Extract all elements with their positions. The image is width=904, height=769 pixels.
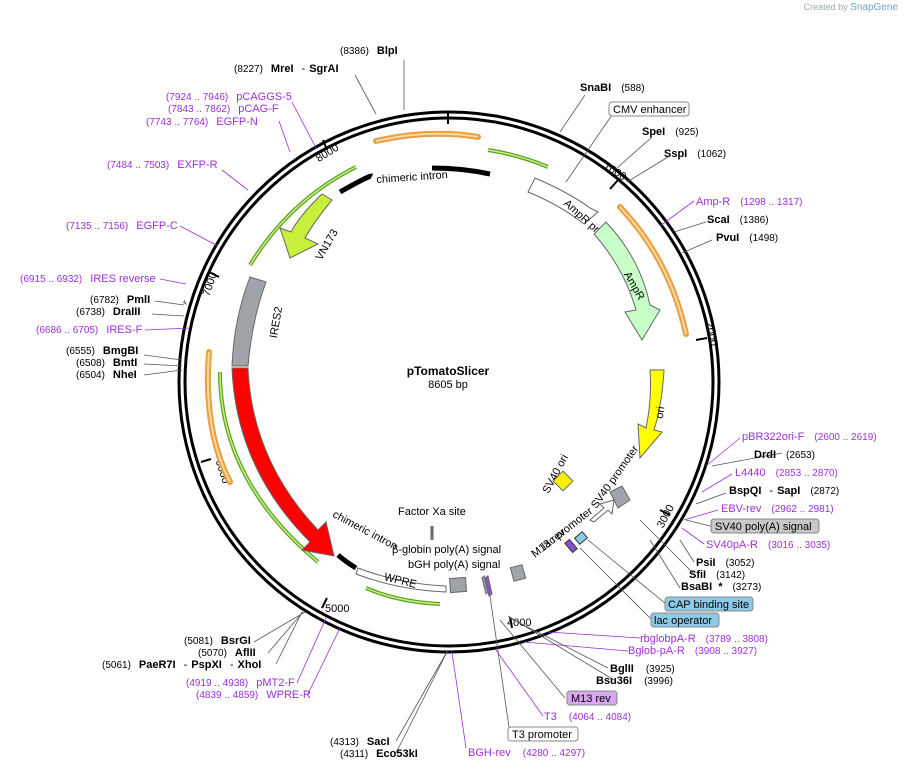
sv40-promoter-arrow: [609, 485, 631, 509]
bglobin-polya-label: β-globin poly(A) signal: [392, 544, 501, 556]
boxed-label-m13rev[interactable]: M13 rev: [566, 690, 618, 706]
primer-pmt2f[interactable]: (4919 .. 4938)pMT2-F: [186, 677, 295, 689]
bgh-polya-mark-purple: [484, 575, 493, 597]
primer-t3[interactable]: T3(4064 .. 4084): [544, 711, 631, 723]
primer-bglobpar[interactable]: Bglob-pA-R(3908 .. 3927): [628, 645, 757, 657]
tdtomato-arrow: [231, 367, 335, 557]
primer-exfpr[interactable]: (7484 .. 7503)EXFP-R: [107, 159, 218, 171]
site-nhei[interactable]: (6504)NheI: [76, 369, 137, 381]
tick-marks: [200, 112, 708, 629]
chimeric-intron-bottom-bar: [336, 553, 358, 571]
site-drdi[interactable]: DrdI(2653): [754, 449, 815, 461]
site-sfii[interactable]: SfiI(3142): [689, 569, 745, 581]
lac-feature-box: [509, 564, 527, 582]
primer-pcagf[interactable]: (7843 .. 7862)pCAG-F: [168, 103, 279, 115]
primer-iresrev[interactable]: (6915 .. 6932)IRES reverse: [20, 273, 156, 285]
svg-text:T3 promoter: T3 promoter: [512, 729, 572, 741]
site-bmgbi[interactable]: (6555)BmgBI: [66, 345, 138, 357]
ori-label: ori: [654, 406, 668, 420]
tick-label-7000: 7000: [201, 271, 220, 298]
boxed-label-sv40pa[interactable]: SV40 poly(A) signal: [710, 518, 820, 534]
site-bspqi[interactable]: BspQI-SapI(2872): [729, 485, 839, 497]
bgh-polya-label: bGH poly(A) signal: [408, 559, 500, 571]
site-pvui[interactable]: PvuI(1498): [716, 232, 778, 244]
boxed-label-cap[interactable]: CAP binding site: [664, 596, 754, 612]
svg-text:CMV enhancer: CMV enhancer: [613, 104, 687, 116]
site-mrei[interactable]: (8227)MreI-SgrAI: [234, 63, 339, 75]
tick-label-3000: 3000: [655, 503, 677, 530]
boxed-label-cmv[interactable]: CMV enhancer: [608, 101, 690, 117]
site-blpi[interactable]: (8386)BlpI: [340, 45, 398, 57]
primer-ampr[interactable]: Amp-R(1298 .. 1317): [696, 196, 803, 208]
svg-text:lac operator: lac operator: [654, 615, 712, 627]
snapgene-watermark: Created by SnapGene: [803, 2, 898, 13]
site-draiii[interactable]: (6738)DraIII: [76, 306, 140, 318]
primer-wprer[interactable]: (4839 .. 4859)WPRE-R: [196, 689, 311, 701]
chimeric-intron-top-bar: [338, 173, 374, 195]
primer-pbr322[interactable]: pBR322ori-F(2600 .. 2619): [742, 431, 877, 443]
svg-text:M13 rev: M13 rev: [571, 693, 611, 705]
plasmid-size: 8605 bp: [428, 379, 468, 391]
site-bsrgi[interactable]: (5081)BsrGI: [184, 635, 251, 647]
wpre-box: [355, 567, 447, 593]
tick-label-1000: 1000: [601, 160, 628, 183]
primer-egfpc[interactable]: (7135 .. 7156)EGFP-C: [66, 220, 178, 232]
boxed-label-t3prom[interactable]: T3 promoter: [507, 726, 579, 742]
primer-rbglobpar[interactable]: rbglobpA-R(3789 .. 3808): [640, 633, 768, 645]
svg-text:SV40 poly(A) signal: SV40 poly(A) signal: [715, 521, 812, 533]
svg-text:CAP binding site: CAP binding site: [668, 599, 749, 611]
site-bglii[interactable]: BglII(3925): [610, 663, 675, 675]
site-saci[interactable]: (4313)SacI: [330, 736, 390, 748]
site-psii[interactable]: PsiI(3052): [696, 557, 754, 569]
site-bmti[interactable]: (6508)BmtI: [76, 357, 137, 369]
site-snabi[interactable]: SnaBI(588): [580, 82, 645, 94]
primer-sv40par[interactable]: SV40pA-R(3016 .. 3035): [706, 539, 830, 551]
site-eco53ki[interactable]: (4311)Eco53kI: [340, 748, 418, 760]
sv40-promoter-white: [589, 499, 615, 523]
ampr-promoter-arrow: [527, 177, 599, 225]
vn173-label: VN173: [314, 227, 341, 262]
tick-label-2000: 2000: [703, 321, 720, 347]
sv40-ori-diamond: [552, 470, 574, 492]
primer-pcaggs5[interactable]: (7924 .. 7946)pCAGGS-5: [166, 91, 292, 103]
ori-arrow: [637, 369, 665, 460]
leader-lines: [143, 60, 783, 754]
primer-bghrev[interactable]: BGH-rev(4280 .. 4297): [468, 747, 585, 759]
ires2-label: IRES2: [268, 306, 285, 339]
m13-rev-mark: [564, 538, 578, 554]
site-bsabi[interactable]: BsaBI*(3273): [681, 581, 761, 593]
chimeric-intron-top-label: chimeric intron: [376, 169, 448, 186]
site-scai[interactable]: ScaI(1386): [707, 214, 769, 226]
lac-operator-mark: [573, 531, 589, 545]
tick-label-5000: 5000: [325, 603, 349, 615]
site-spei[interactable]: SpeI(925): [642, 126, 699, 138]
ires2-box: [231, 276, 267, 367]
bglobin-polya-box: [448, 576, 468, 594]
vn173-arrow: [279, 193, 333, 259]
primer-iresf[interactable]: (6686 .. 6705)IRES-F: [36, 324, 143, 336]
wpre-label: WPRE: [383, 571, 418, 591]
boxed-label-lacop[interactable]: lac operator: [650, 612, 720, 628]
primer-leader-lines: [144, 101, 741, 749]
factor-xa-label: Factor Xa site: [398, 506, 466, 518]
primer-ebvrev[interactable]: EBV-rev(2962 .. 2981): [721, 503, 834, 515]
green-arc-top: [487, 148, 549, 169]
site-pmli[interactable]: (6782)PmlI: [90, 294, 150, 306]
site-aflii[interactable]: (5070)AflII: [198, 647, 256, 659]
chimeric-intron-bottom-label: chimeric intron: [330, 509, 399, 553]
m13-rev-feature-label: M13 rev: [529, 526, 568, 560]
site-paer7i[interactable]: (5061)PaeR7I-PspXI-XhoI: [102, 659, 261, 671]
primer-l4440[interactable]: L4440(2853 .. 2870): [735, 467, 838, 479]
site-sspi[interactable]: SspI(1062): [664, 148, 726, 160]
plasmid-name: pTomatoSlicer: [407, 364, 490, 378]
site-bsu36i[interactable]: Bsu36I(3996): [596, 675, 673, 687]
ampr-arrow: [593, 221, 661, 341]
primer-egfpn[interactable]: (7743 .. 7764)EGFP-N: [146, 116, 258, 128]
